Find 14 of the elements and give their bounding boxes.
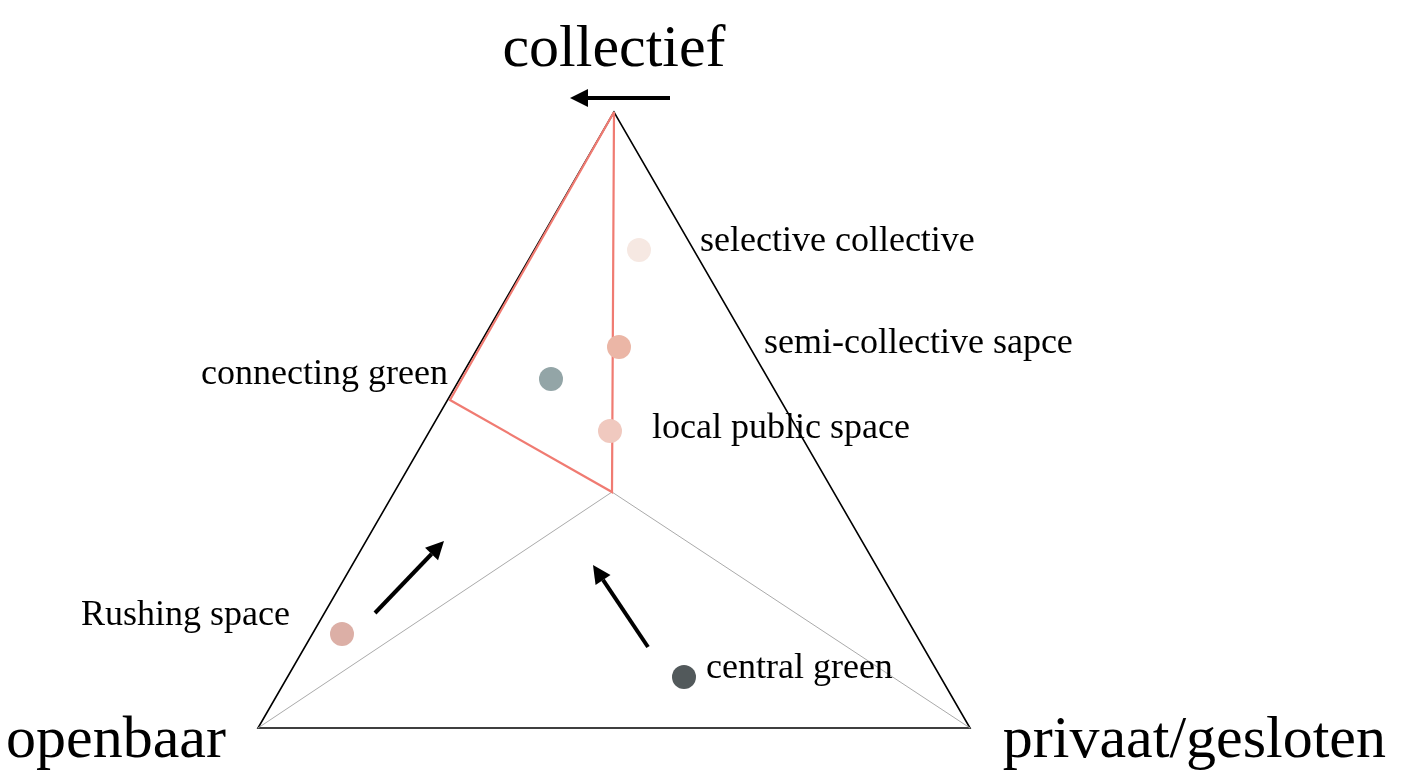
dot-marker (539, 367, 563, 391)
axis-label: openbaar (6, 702, 226, 772)
axis-label: privaat/gesloten (1002, 702, 1386, 772)
dot-marker (672, 665, 696, 689)
axis-label: collectief (502, 11, 726, 81)
point-label: Rushing space (81, 593, 290, 635)
dot-marker (330, 622, 354, 646)
region-label: connecting green (201, 352, 448, 394)
dot-marker (598, 419, 622, 443)
point-label: central green (706, 646, 893, 688)
point-label: semi-collective sapce (764, 321, 1073, 363)
dot-marker (607, 335, 631, 359)
point-label: selective collective (700, 219, 975, 261)
dot-marker (627, 238, 651, 262)
